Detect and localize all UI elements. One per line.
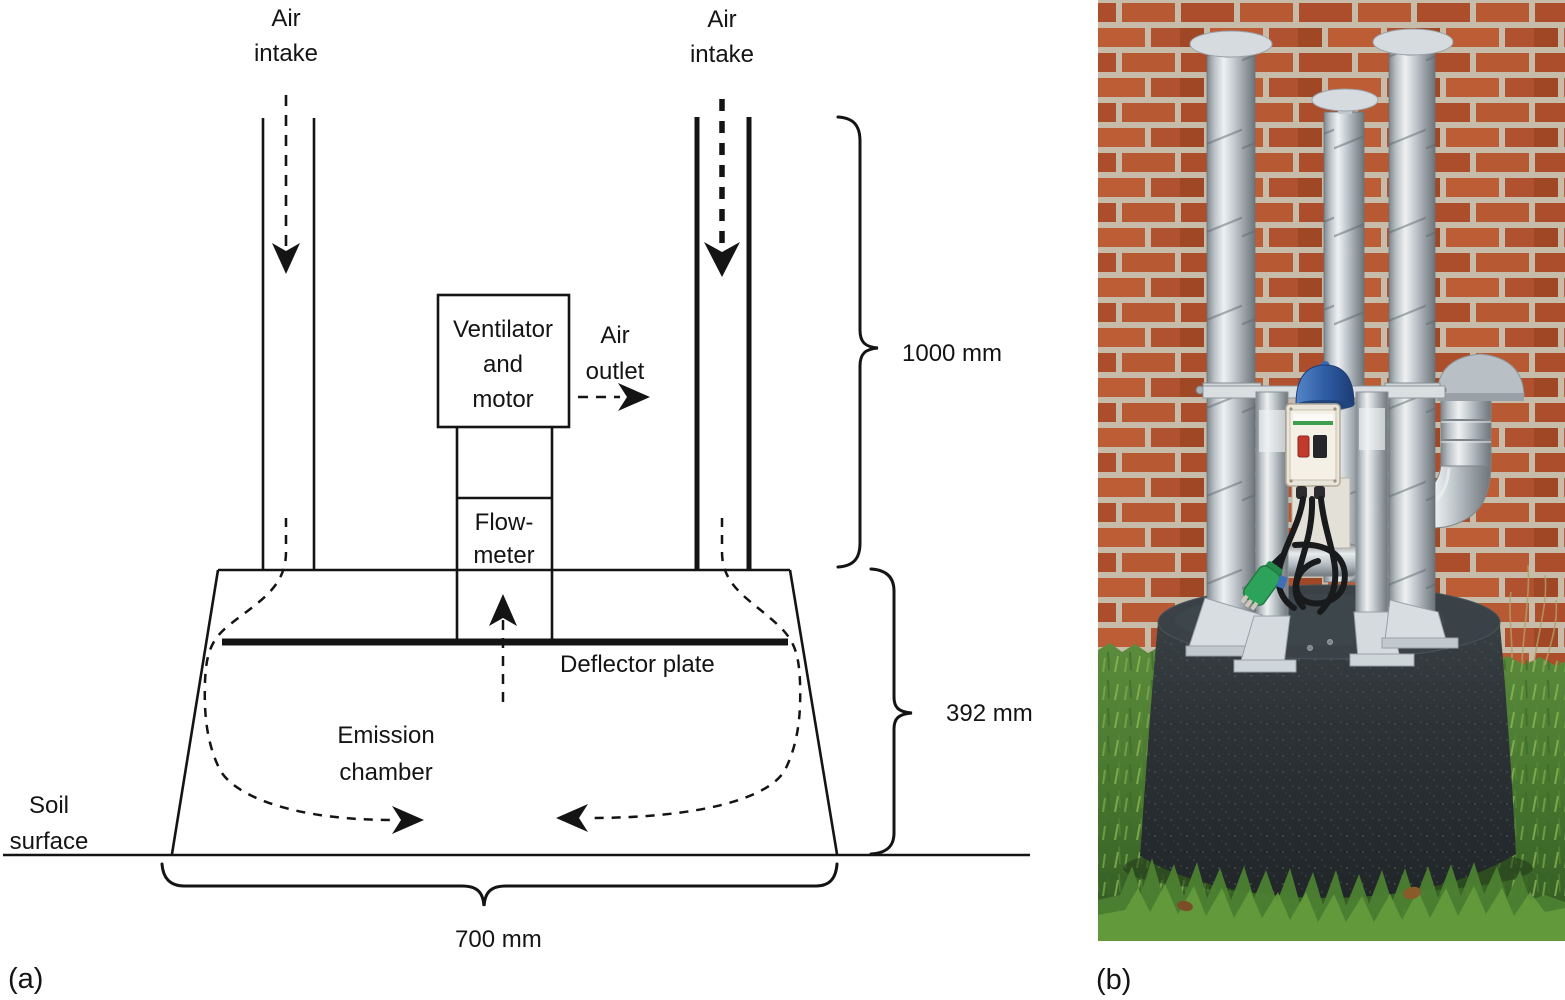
photo-cable-marker bbox=[1276, 574, 1288, 590]
arrowhead-right-icon bbox=[618, 383, 650, 411]
label-ventilator: motor bbox=[472, 386, 533, 413]
dimension-label-1000mm: 1000 mm bbox=[902, 340, 1002, 367]
label-flow-meter: Flow- bbox=[475, 509, 534, 536]
photo-left-duct bbox=[1189, 30, 1273, 618]
label-air-outlet: outlet bbox=[586, 358, 645, 385]
label-ventilator: Ventilator bbox=[453, 316, 553, 343]
photo-dry-plants bbox=[1509, 564, 1558, 666]
label-air-outlet: Air bbox=[600, 322, 629, 349]
label-deflector-plate: Deflector plate bbox=[560, 651, 715, 678]
panel-a-schematic: Air intake Air intake Ventilator and mot… bbox=[3, 5, 1033, 953]
dimension-brace-700mm bbox=[160, 862, 839, 907]
airflow-curve-right-chamber bbox=[587, 518, 802, 820]
photo-right-duct bbox=[1372, 28, 1454, 619]
emission-chamber-left-wall bbox=[170, 569, 220, 855]
photo-outlet-cap bbox=[1436, 353, 1525, 401]
panel-a-tag: (a) bbox=[8, 963, 43, 995]
arrowhead-down-icon bbox=[272, 243, 300, 274]
label-soil-surface: surface bbox=[10, 828, 89, 855]
arrowhead-right-icon bbox=[392, 806, 424, 834]
photo-support-feet bbox=[1185, 597, 1459, 673]
photo-right-duct-cap bbox=[1372, 28, 1454, 56]
photo-power-plug bbox=[1240, 561, 1283, 611]
photo-dry-leaf bbox=[1403, 886, 1421, 900]
photo-black-button bbox=[1313, 435, 1327, 458]
emission-chamber-right-wall bbox=[788, 569, 839, 855]
airflow-curve-left-chamber bbox=[203, 518, 393, 822]
photo-grass-fringe-light bbox=[1098, 884, 1565, 941]
label-air-intake-right: Air bbox=[707, 6, 736, 33]
photo-control-box-green-stripe bbox=[1293, 421, 1333, 425]
photo-middle-duct-cap bbox=[1311, 88, 1379, 112]
arrowhead-left-icon bbox=[556, 804, 588, 832]
label-air-intake-left: Air bbox=[271, 5, 300, 32]
label-air-intake-right: intake bbox=[690, 41, 754, 68]
label-flow-meter: meter bbox=[473, 542, 534, 569]
label-emission-chamber: chamber bbox=[339, 759, 432, 786]
photo-left-duct-cap bbox=[1189, 30, 1273, 58]
ventilator-motor-box bbox=[436, 293, 571, 429]
label-soil-surface: Soil bbox=[29, 792, 69, 819]
dimension-label-392mm: 392 mm bbox=[946, 700, 1033, 727]
arrowhead-down-icon bbox=[704, 242, 740, 277]
photo-control-box bbox=[1285, 403, 1341, 499]
photo-outlet-duct bbox=[1440, 399, 1492, 467]
label-ventilator: and bbox=[483, 351, 523, 378]
panel-b-photo bbox=[1098, 0, 1565, 941]
dimension-brace-1000mm bbox=[836, 115, 879, 569]
photo-dry-leaf bbox=[1177, 900, 1193, 912]
arrowhead-up-icon bbox=[489, 594, 517, 626]
dimension-brace-392mm bbox=[869, 567, 913, 856]
panel-b-tag: (b) bbox=[1096, 964, 1131, 996]
photo-red-button bbox=[1297, 435, 1310, 458]
label-emission-chamber: Emission bbox=[337, 722, 434, 749]
label-air-intake-left: intake bbox=[254, 40, 318, 67]
dimension-label-700mm: 700 mm bbox=[455, 926, 542, 953]
photo-cables bbox=[1254, 496, 1348, 615]
